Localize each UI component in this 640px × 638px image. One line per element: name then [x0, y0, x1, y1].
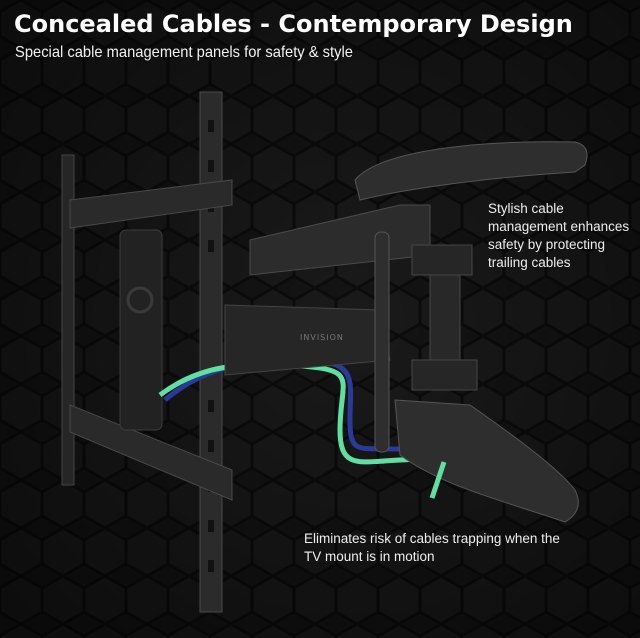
callout-cable-management: Stylish cable management enhances safety… [488, 201, 630, 270]
left-rail [61, 154, 75, 486]
brand-logo: INVISION [300, 333, 344, 342]
page-subtitle: Special cable management panels for safe… [15, 44, 353, 61]
upper-arm [249, 204, 431, 276]
page-title: Concealed Cables - Contemporary Design [14, 10, 573, 38]
top-cable-panel [354, 141, 588, 201]
callout-cable-trapping: Eliminates risk of cables trapping when … [304, 531, 560, 564]
lower-arm-logo [224, 304, 391, 376]
wall-plate [119, 229, 163, 431]
green-cable [158, 362, 441, 465]
vertical-pivot-pole [374, 231, 390, 453]
top-horizontal-rail [69, 179, 233, 229]
bottom-horizontal-rail [69, 404, 233, 501]
bottom-cable-panel [394, 399, 579, 523]
